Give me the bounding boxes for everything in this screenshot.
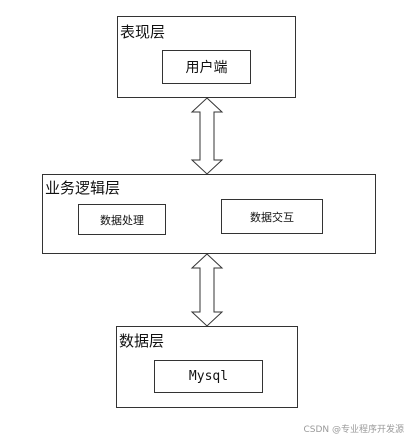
client-component-label: 用户端 (185, 60, 228, 76)
business-layer-title: 业务逻辑层 (45, 179, 121, 197)
mysql-component: Mysql (154, 360, 263, 393)
data-interaction-component: 数据交互 (221, 199, 323, 234)
bidirectional-arrow-top (190, 97, 224, 175)
presentation-layer-box: 表现层 用户端 (117, 16, 296, 98)
data-layer-title: 数据层 (119, 332, 165, 350)
bidirectional-arrow-bottom (190, 253, 224, 327)
client-component: 用户端 (162, 50, 251, 84)
watermark-text: CSDN @专业程序开发源 (303, 425, 404, 435)
presentation-layer-title: 表现层 (120, 23, 166, 41)
data-interaction-label: 数据交互 (250, 210, 294, 224)
data-processing-component: 数据处理 (78, 204, 166, 235)
data-processing-label: 数据处理 (100, 213, 144, 227)
bidirectional-arrow-bottom-shape (190, 253, 224, 327)
bidirectional-arrow-top-shape (190, 97, 224, 175)
data-layer-box: 数据层 Mysql (116, 326, 298, 408)
mysql-component-label: Mysql (188, 369, 229, 384)
business-layer-box: 业务逻辑层 数据处理 数据交互 (42, 174, 376, 254)
